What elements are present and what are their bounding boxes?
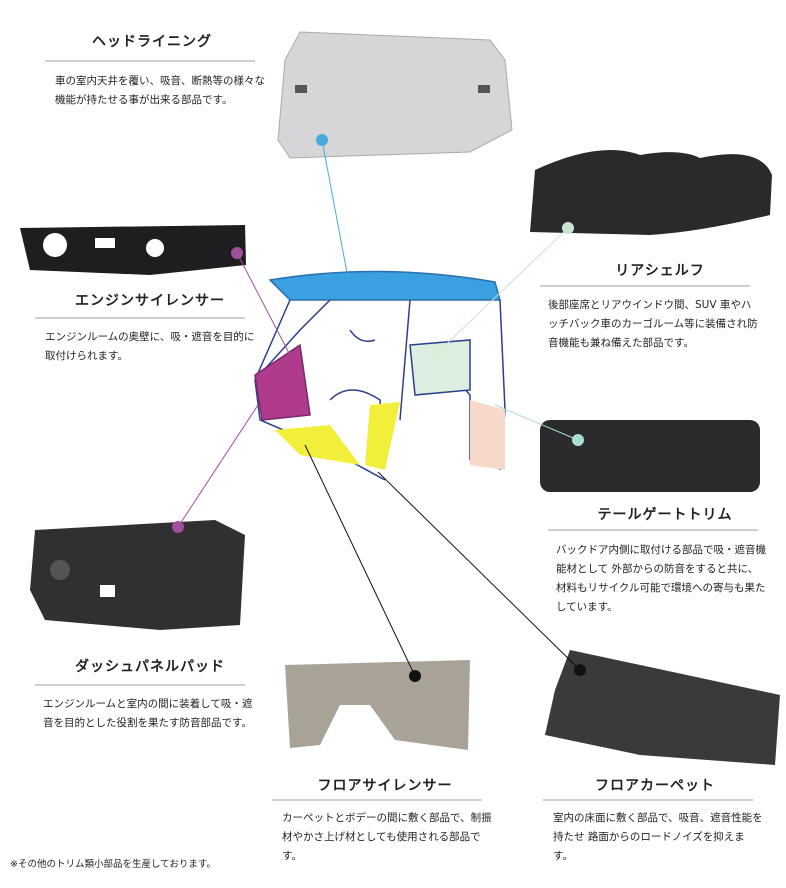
- rear-shelf-desc: 後部座席とリアウインドウ間、SUV 車やハッチバック車のカーゴルーム等に装備され…: [548, 299, 758, 349]
- engine-silencer-rule: [35, 317, 245, 319]
- floor-silencer-image: [285, 660, 470, 750]
- tailgate-dot: [572, 434, 584, 446]
- engine-silencer-title: エンジンサイレンサー: [75, 293, 225, 309]
- floor-carpet-desc: 室内の床面に敷く部品で、吸音、遮音性能を持たせ 路面からのロードノイズを抑えます…: [553, 812, 763, 862]
- floor-carpet-image: [545, 650, 780, 765]
- floor-carpet-rule: [543, 799, 753, 801]
- headliner-desc: 車の室内天井を覆い、吸音、断熱等の様々な 機能が持たせる事が出来る部品です。: [55, 75, 265, 106]
- tailgate-rule: [548, 529, 758, 531]
- car-illustration: [254, 270, 506, 481]
- floor-silencer-dot: [409, 670, 421, 682]
- floor-silencer-rule: [272, 799, 482, 801]
- rear-shelf-image: [530, 150, 772, 235]
- rear-shelf-dot: [562, 222, 574, 234]
- floor-carpet-dot: [574, 664, 586, 676]
- tailgate-title: テールゲートトリム: [597, 507, 733, 523]
- tailgate-desc: バックドア内側に取付ける部品で吸・遮音機能材として 外部からの防音をすると共に、…: [556, 544, 766, 613]
- floor-silencer-title: フロアサイレンサー: [317, 778, 453, 794]
- footnote: ※その他のトリム類小部品を生産しております。: [10, 859, 216, 870]
- rear-shelf-leader: [434, 227, 569, 356]
- engine-leader: [236, 252, 291, 356]
- tailgate-trim-image: [540, 420, 760, 492]
- headliner-leader: [321, 139, 349, 279]
- headliner-title: ヘッドライニング: [92, 34, 212, 50]
- tailgate-leader: [494, 404, 579, 441]
- floor-silencer-leader: [304, 444, 416, 677]
- dash-panel-desc: エンジンルームと室内の間に装着して吸・遮音を目的とした役割を果たす防音部品です。: [43, 698, 253, 729]
- floor-carpet-title: フロアカーペット: [595, 778, 715, 794]
- rear-shelf-rule: [540, 285, 750, 287]
- floor-silencer-desc: カーペットとボデーの間に敷く部品で、制振材やかさ上げ材としても使用される部品です…: [282, 812, 492, 862]
- dash-leader: [177, 404, 259, 528]
- engine-silencer-desc: エンジンルームの奥壁に、吸・遮音を目的に取付けられます。: [45, 331, 255, 362]
- engine-silencer-image: [20, 225, 246, 275]
- dash-panel-rule: [35, 684, 245, 686]
- dash-panel-title: ダッシュパネルパッド: [75, 659, 225, 675]
- floor-carpet-leader: [377, 471, 581, 671]
- engine-dot: [231, 247, 243, 259]
- headliner-dot: [316, 134, 328, 146]
- dash-dot: [172, 521, 184, 533]
- rear-shelf-title: リアシェルフ: [615, 263, 705, 279]
- dash-panel-pad-image: [30, 520, 245, 630]
- headliner-rule: [45, 60, 255, 62]
- headliner-image: [277, 31, 513, 159]
